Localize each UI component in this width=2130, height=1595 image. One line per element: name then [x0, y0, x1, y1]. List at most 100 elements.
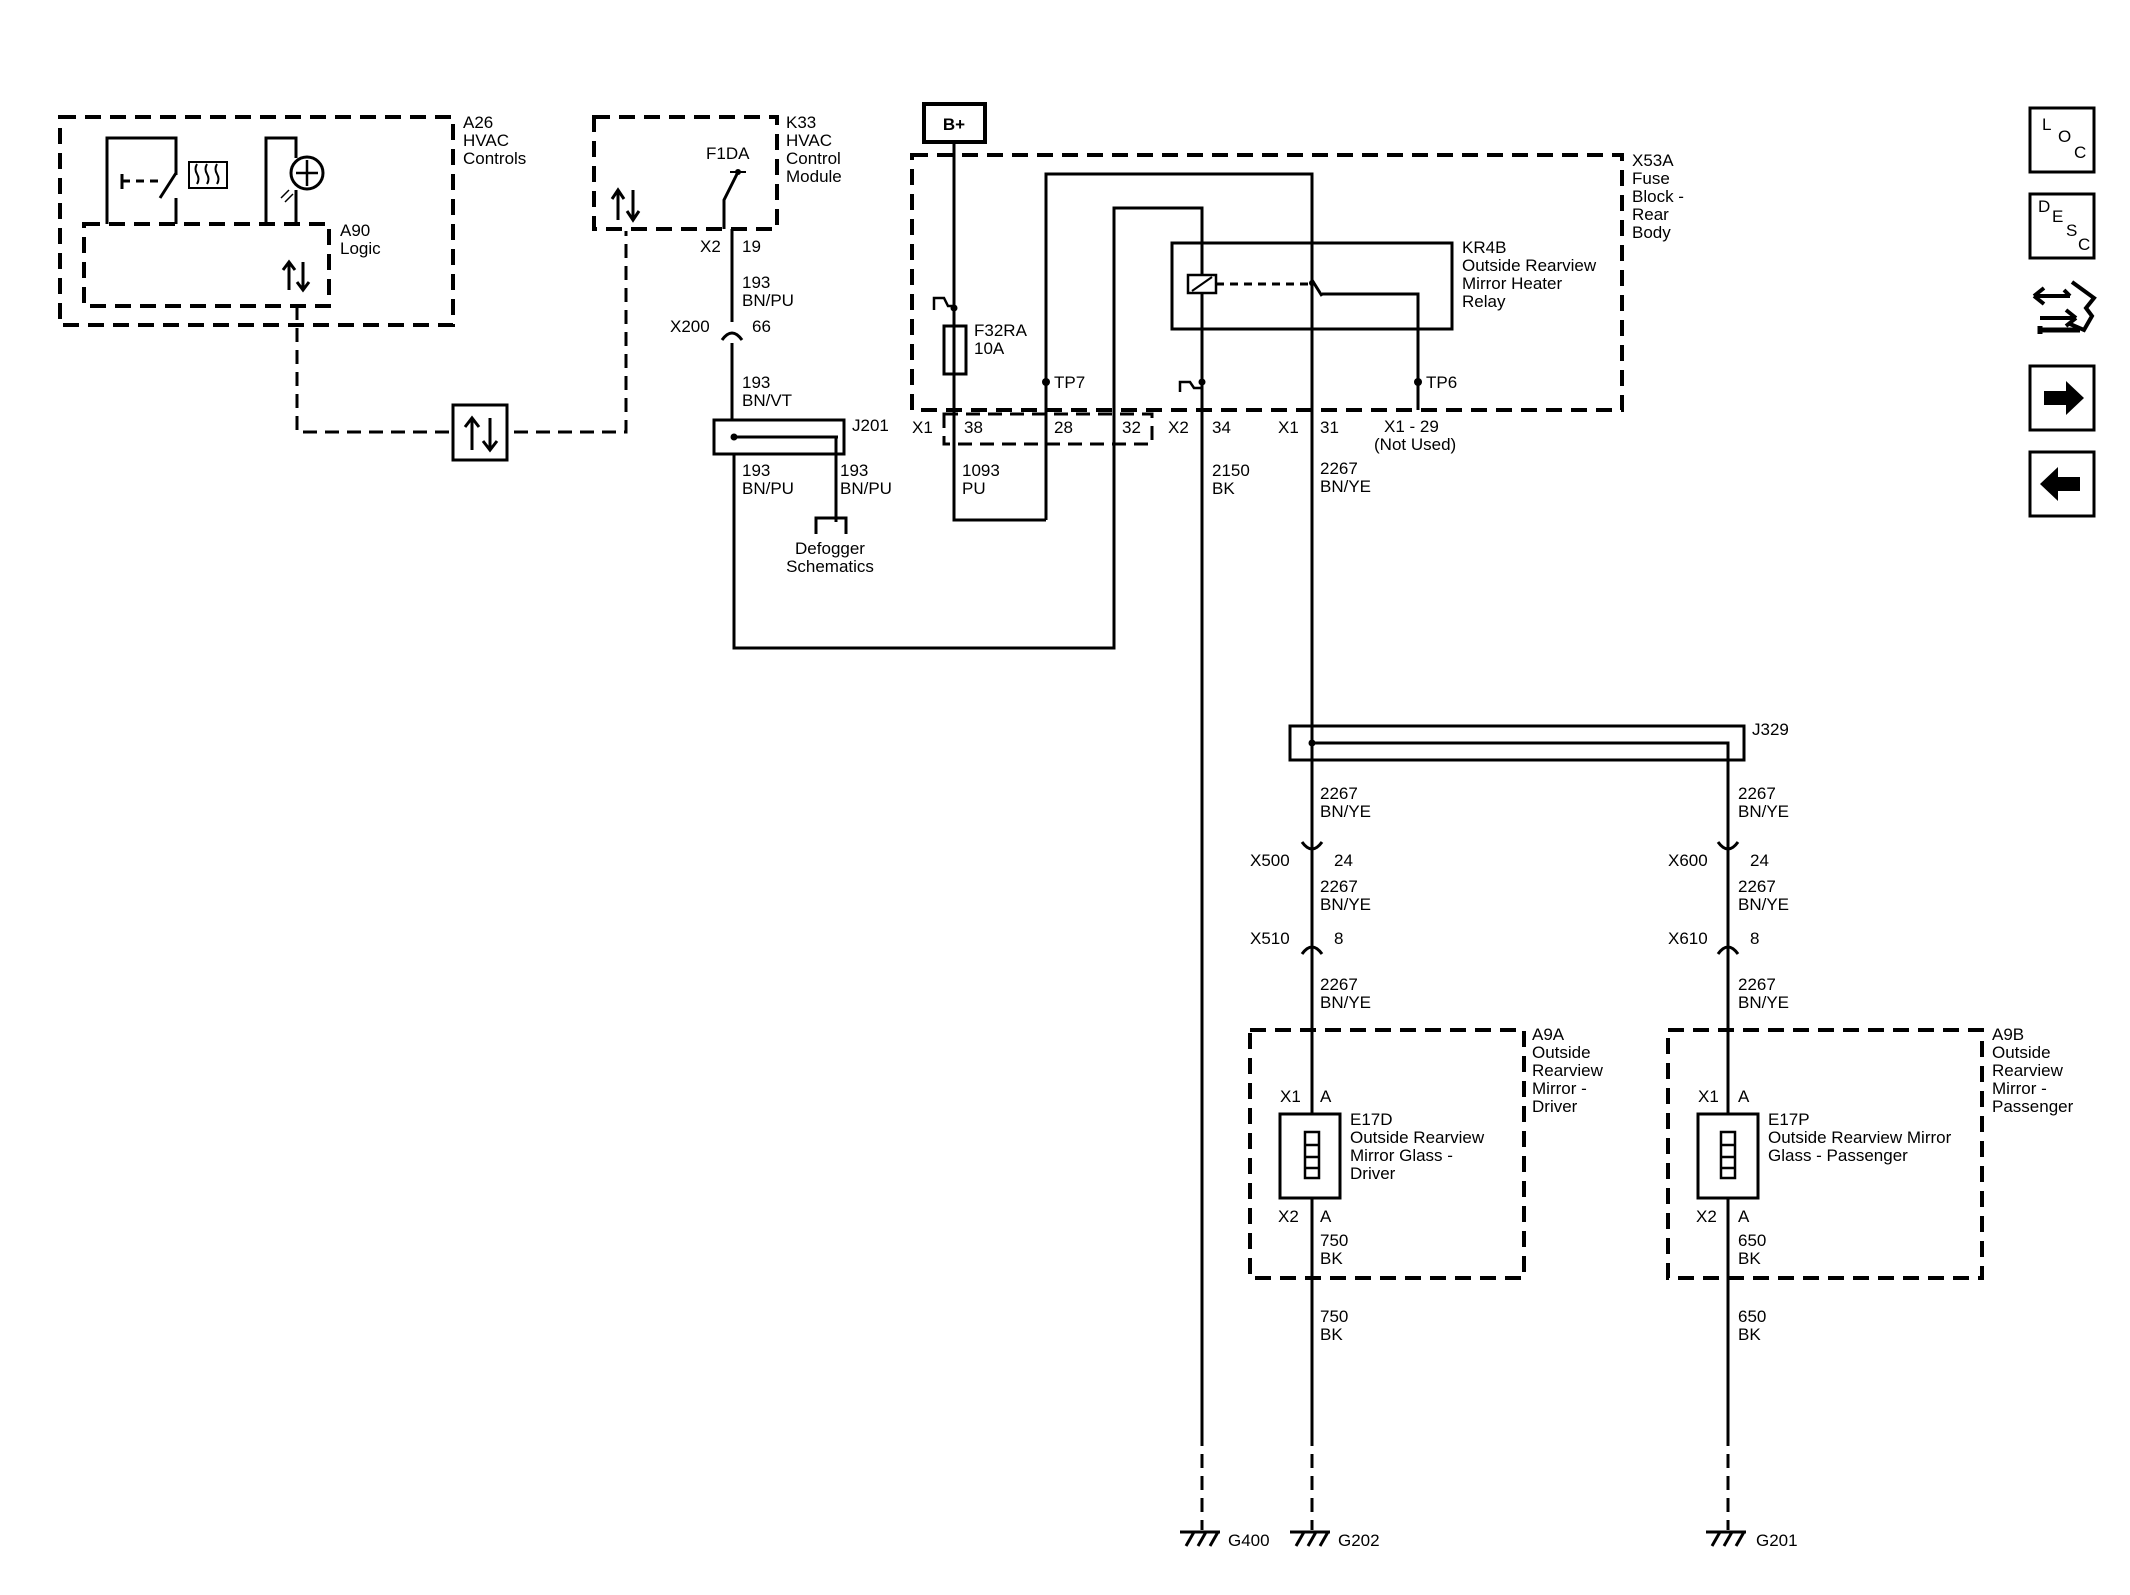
f1da-switch-icon — [722, 169, 746, 229]
k33-x2-label: X2 — [700, 237, 721, 256]
x600-label: X600 — [1668, 851, 1708, 870]
x600-connector — [1716, 841, 1740, 851]
x1-left-label: X1 — [912, 418, 933, 437]
indicator-lamp-icon — [264, 136, 325, 224]
serial-data-link-icon — [451, 403, 509, 462]
j201-splice — [712, 418, 846, 522]
x510-connector — [1300, 945, 1324, 955]
pin-38-label: 38 — [964, 418, 983, 437]
next-page-button[interactable] — [2028, 364, 2096, 432]
svg-text:S: S — [2066, 221, 2077, 240]
e17p-a1: A — [1738, 1087, 1750, 1106]
tp6-label: TP6 — [1426, 373, 1457, 392]
g202-label: G202 — [1338, 1531, 1380, 1550]
x600-pin: 24 — [1750, 851, 1769, 870]
b-plus-label: B+ — [943, 115, 965, 134]
e17d-heater-element-icon — [1278, 1112, 1342, 1200]
a9a-outside-mirror-driver — [1248, 1028, 1526, 1280]
description-button[interactable]: D E S C — [2028, 192, 2096, 260]
x200-pin-66: 66 — [752, 317, 771, 336]
x200-connector — [720, 331, 744, 420]
j201-label: J201 — [852, 416, 889, 435]
e17p-x1: X1 — [1698, 1087, 1719, 1106]
e17d-x2: X2 — [1278, 1207, 1299, 1226]
f1da-label: F1DA — [706, 144, 750, 163]
arrow-right-icon — [2044, 381, 2084, 415]
e17d-a1: A — [1320, 1087, 1332, 1106]
g202-ground-icon — [1290, 1530, 1330, 1547]
connector-repair-icon[interactable] — [2032, 280, 2097, 334]
g400-label: G400 — [1228, 1531, 1270, 1550]
x610-connector — [1716, 945, 1740, 955]
not-used-label: (Not Used) — [1374, 435, 1456, 454]
x1-29-label: X1 - 29 — [1384, 417, 1439, 436]
g400-ground-icon — [1180, 1530, 1220, 1547]
svg-text:L: L — [2042, 115, 2051, 134]
k33-serial-data-icon — [610, 187, 641, 223]
previous-page-button[interactable] — [2028, 450, 2096, 518]
e17p-heater-element-icon — [1696, 1112, 1760, 1200]
serial-data-icon — [281, 259, 311, 293]
pin-32-label: 32 — [1122, 418, 1141, 437]
x610-pin: 8 — [1750, 929, 1759, 948]
pin-31-label: 31 — [1320, 418, 1339, 437]
g201-ground-icon — [1706, 1530, 1746, 1547]
svg-text:O: O — [2058, 127, 2071, 146]
e17d-a2: A — [1320, 1207, 1332, 1226]
e17p-x2: X2 — [1696, 1207, 1717, 1226]
e17d-x1: X1 — [1280, 1087, 1301, 1106]
x510-label: X510 — [1250, 929, 1290, 948]
e17p-a2: A — [1738, 1207, 1750, 1226]
j329-splice — [1288, 724, 1746, 840]
j329-label: J329 — [1752, 720, 1789, 739]
k33-pin-19: 19 — [742, 237, 761, 256]
x1-31-label: X1 — [1278, 418, 1299, 437]
tp7-test-point — [1042, 378, 1050, 386]
x510-pin: 8 — [1334, 929, 1343, 948]
arrow-left-icon — [2040, 467, 2080, 501]
x500-label: X500 — [1250, 851, 1290, 870]
tp7-label: TP7 — [1054, 373, 1085, 392]
location-button[interactable]: L O C — [2028, 106, 2096, 174]
g201-label: G201 — [1756, 1531, 1798, 1550]
battery-positive: B+ — [922, 102, 987, 144]
svg-text:E: E — [2052, 207, 2063, 226]
pin-28-label: 28 — [1054, 418, 1073, 437]
x500-connector — [1300, 841, 1324, 851]
pin-34-label: 34 — [1212, 418, 1231, 437]
x2-fuse-label: X2 — [1168, 418, 1189, 437]
svg-text:C: C — [2074, 143, 2086, 162]
svg-text:D: D — [2038, 197, 2050, 216]
x500-pin: 24 — [1334, 851, 1353, 870]
a9b-outside-mirror-passenger — [1666, 1028, 1984, 1280]
svg-text:C: C — [2078, 235, 2090, 254]
